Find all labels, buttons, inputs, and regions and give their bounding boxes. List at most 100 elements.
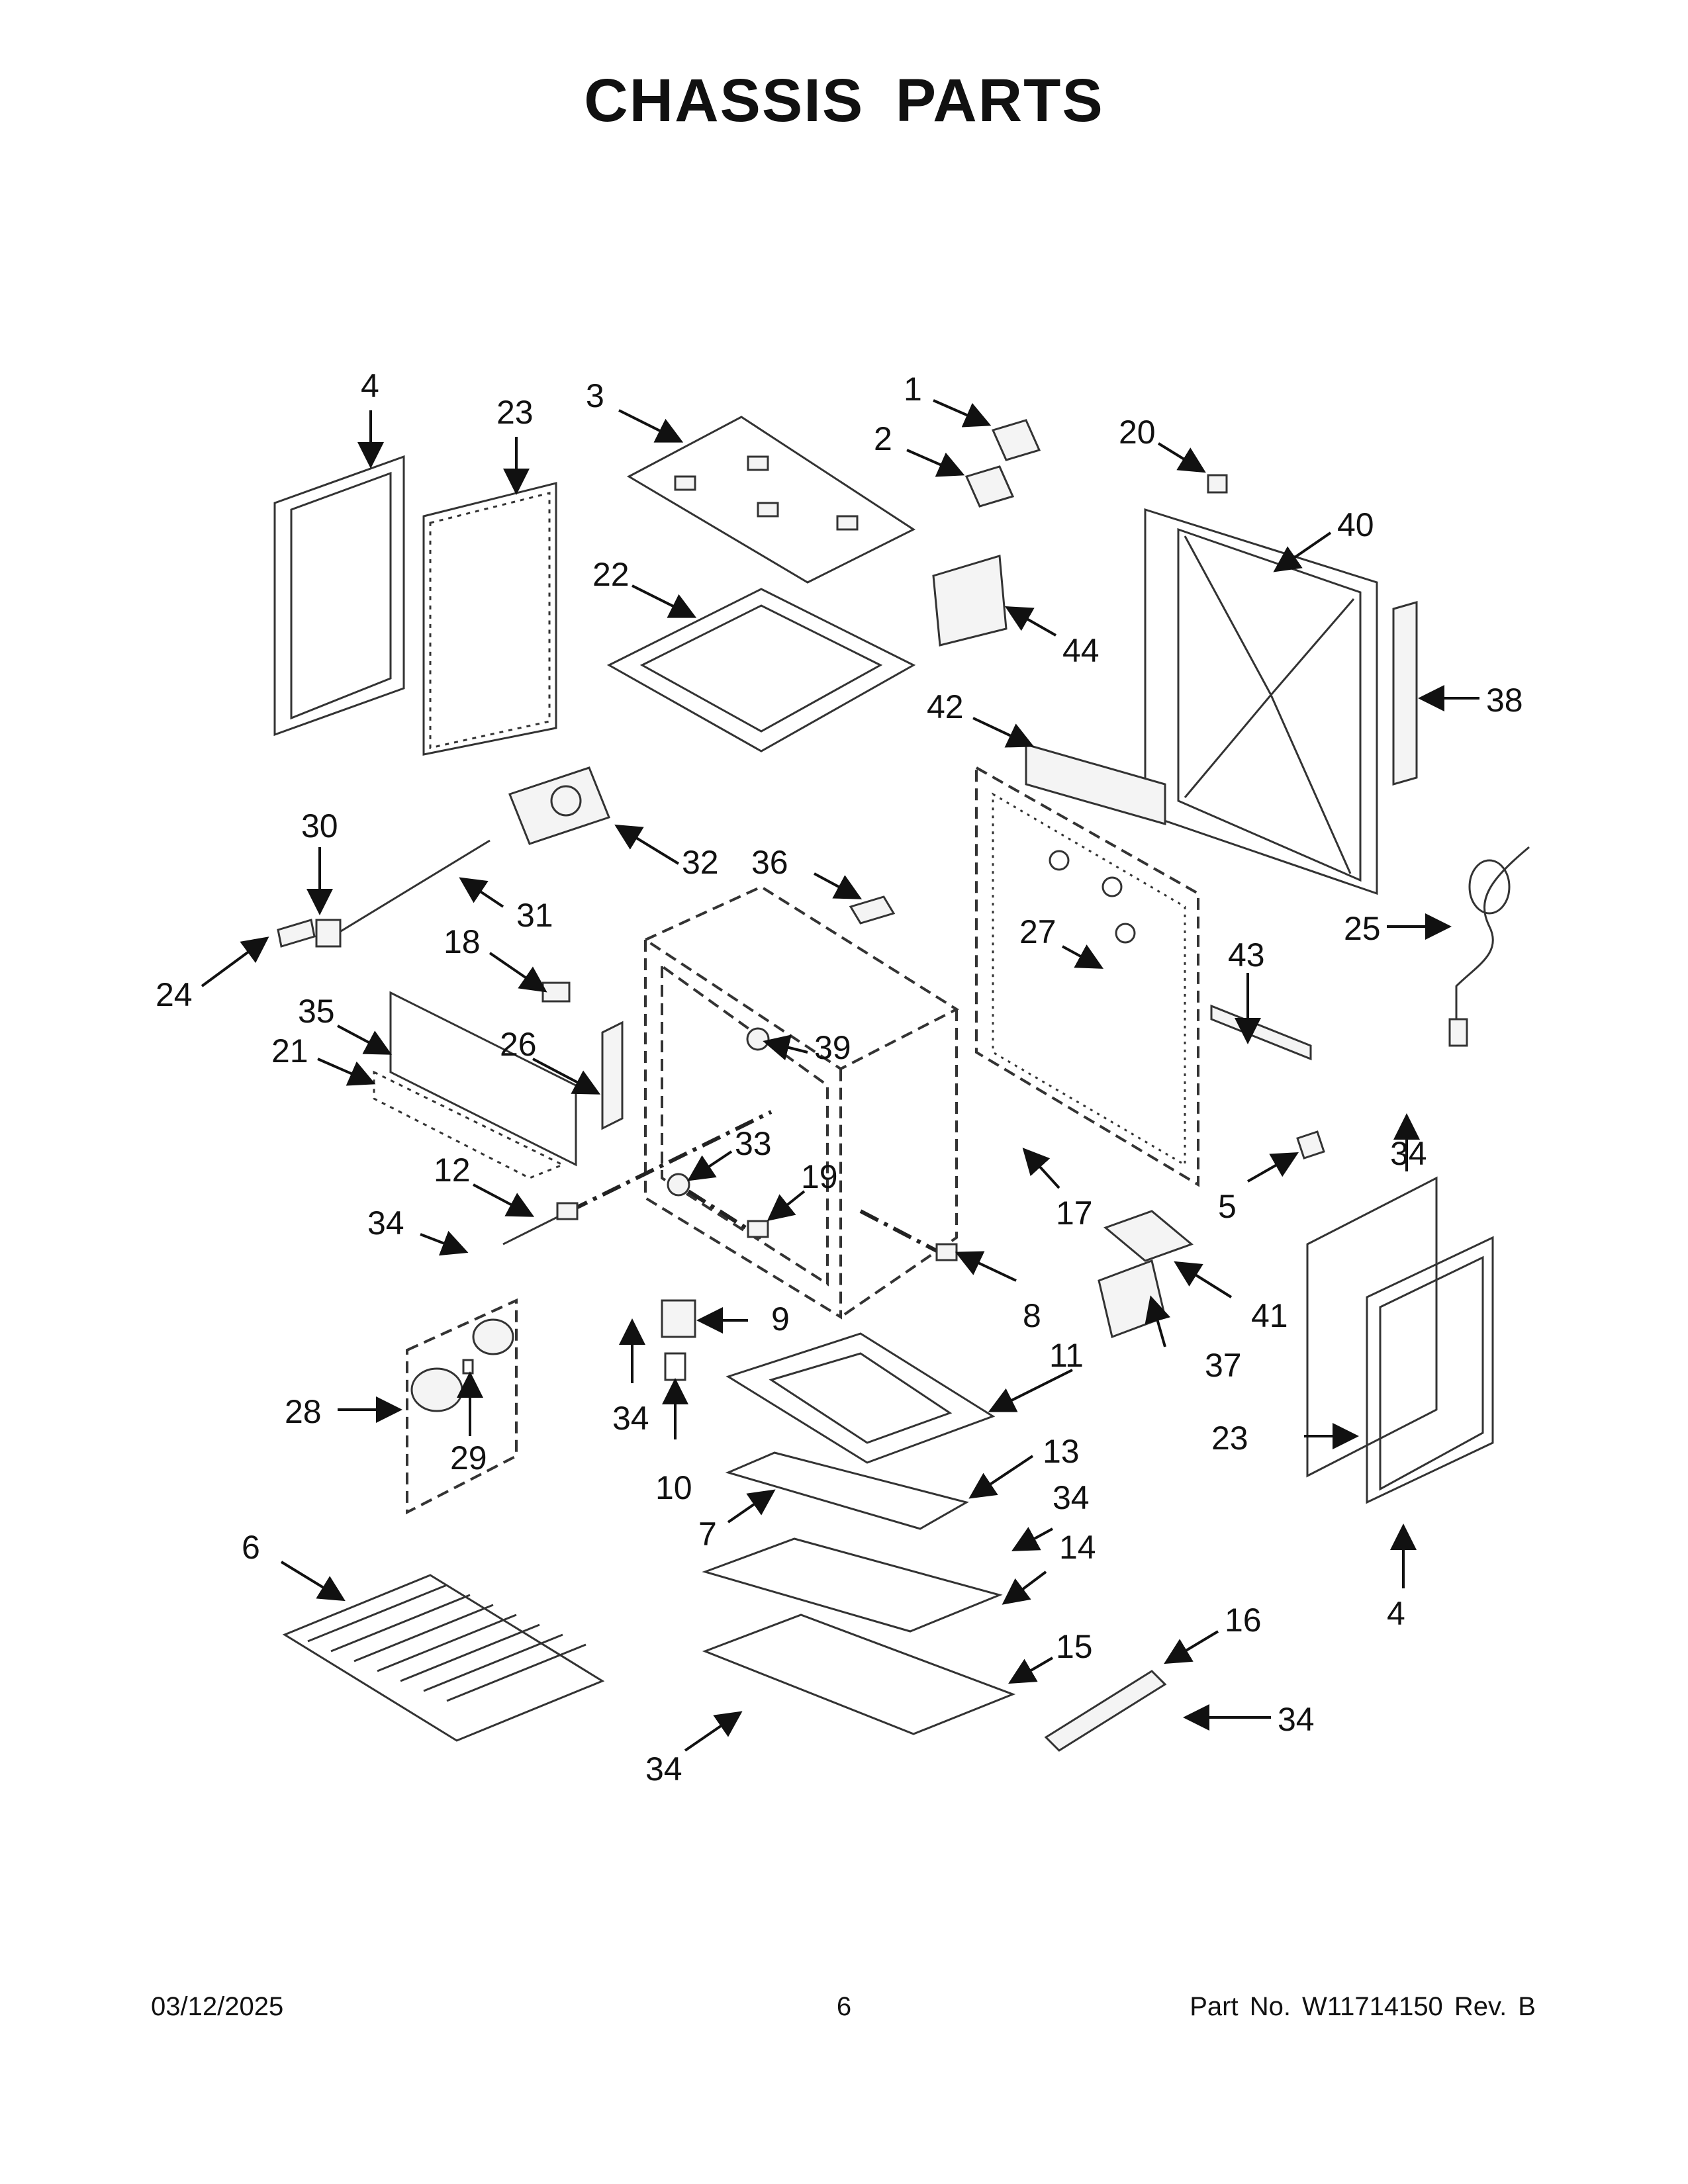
part-18-orifice [541,981,571,1003]
callout-24: 24 [156,976,193,1013]
callout-25: 25 [1344,910,1381,947]
callout-13: 13 [1043,1433,1080,1470]
callout-34-right-top: 34 [1390,1135,1427,1172]
part-10-spring [664,1352,686,1381]
part-1-bracket [991,419,1041,461]
callout-43: 43 [1228,936,1265,974]
callout-22: 22 [592,556,630,593]
callout-7: 7 [698,1516,717,1553]
part-23-left-panel [422,482,557,756]
callout-29: 29 [450,1439,487,1477]
footer-date: 03/12/2025 [151,1992,284,2021]
part-40-rear-panel [1144,508,1378,895]
part-28-29-knob-set [406,1298,518,1515]
part-9-regulator [661,1299,696,1338]
part-25-power-cord [1448,846,1530,1047]
callout-31: 31 [516,897,553,934]
part-38-strip [1392,601,1418,786]
callout-38: 38 [1486,682,1523,719]
callout-36: 36 [751,844,788,881]
callout-42: 42 [927,688,964,725]
page-title: CHASSIS PARTS [584,67,1104,134]
callout-34-bottom: 34 [645,1751,682,1788]
part-31-rod [337,839,491,934]
part-32-valve [508,766,610,845]
callout-26: 26 [500,1026,537,1063]
part-11-pan [726,1332,996,1464]
part-43-rail [1210,1004,1312,1061]
callout-20: 20 [1119,414,1156,451]
callout-1: 1 [904,371,922,408]
callout-44: 44 [1062,632,1100,669]
part-17-back-frame [975,765,1199,1187]
part-22-top-pan [606,588,916,752]
callout-34-tray: 34 [1053,1479,1090,1516]
callout-2: 2 [874,420,892,457]
callout-3: 3 [586,377,604,414]
part-33-fitting [667,1173,763,1240]
callout-34-tube: 34 [1278,1701,1315,1738]
part-30-igniter [315,919,342,948]
callout-11: 11 [1049,1337,1084,1374]
part-44-insulation [932,555,1008,647]
part-14-bottom-pan [702,1537,1003,1633]
callout-37: 37 [1205,1347,1242,1384]
callout-9: 9 [771,1300,790,1338]
part-2-bracket [964,465,1015,508]
part-6-oven-rack [282,1574,605,1742]
part-23-right-panel [1306,1176,1438,1478]
callout-10: 10 [655,1469,692,1506]
callout-19: 19 [801,1158,838,1195]
callout-34-center: 34 [612,1400,649,1437]
part-19-screw [747,1220,769,1238]
part-21-insulation [373,1070,565,1179]
part-16-tube [1044,1670,1167,1752]
part-5-clip [1296,1130,1325,1160]
callout-8: 8 [1023,1297,1041,1334]
callout-17: 17 [1056,1195,1093,1232]
callout-23-left: 23 [496,394,534,431]
callout-32: 32 [682,844,719,881]
callout-15: 15 [1056,1628,1093,1665]
callout-21: 21 [271,1032,308,1069]
leader-lines [201,399,1479,1752]
part-20-clip [1207,474,1228,494]
part-35-shield [389,991,577,1167]
part-13-tray [725,1451,969,1530]
footer-part-number: Part No. W11714150 Rev. B [1190,1992,1536,2021]
part-36-bracket [849,895,896,925]
callout-34-left: 34 [367,1205,404,1242]
callout-30: 30 [301,807,338,844]
callout-14: 14 [1059,1529,1096,1566]
footer-page-number: 6 [836,1992,852,2021]
part-4-right-frame [1366,1236,1494,1504]
part-15-plate [702,1614,1016,1735]
part-12-burner [502,1110,773,1246]
callout-4-left: 4 [361,367,379,404]
part-41-bracket [1103,1210,1194,1262]
callout-4-right: 4 [1387,1595,1405,1632]
part-4-left-frame [273,455,405,737]
callout-5: 5 [1218,1188,1237,1225]
callout-12: 12 [434,1152,471,1189]
callout-23-right: 23 [1211,1420,1248,1457]
callout-18: 18 [444,923,481,960]
callout-numbers: 4 23 3 1 2 20 40 22 44 38 42 32 30 31 36… [156,367,1523,1788]
callout-6: 6 [242,1529,260,1566]
callout-28: 28 [285,1393,322,1430]
part-8-screw [859,1209,958,1261]
callout-40: 40 [1337,506,1374,543]
part-26-bracket [601,1021,624,1130]
part-24-screw [277,919,316,948]
callout-27: 27 [1019,913,1056,950]
part-3-top-frame [626,416,916,584]
part-37-board [1098,1259,1166,1339]
oven-cavity [642,885,960,1320]
callout-16: 16 [1225,1602,1262,1639]
callout-33: 33 [735,1125,772,1162]
callout-35: 35 [298,993,335,1030]
callout-41: 41 [1251,1297,1288,1334]
part-42-bracket [1025,743,1166,825]
